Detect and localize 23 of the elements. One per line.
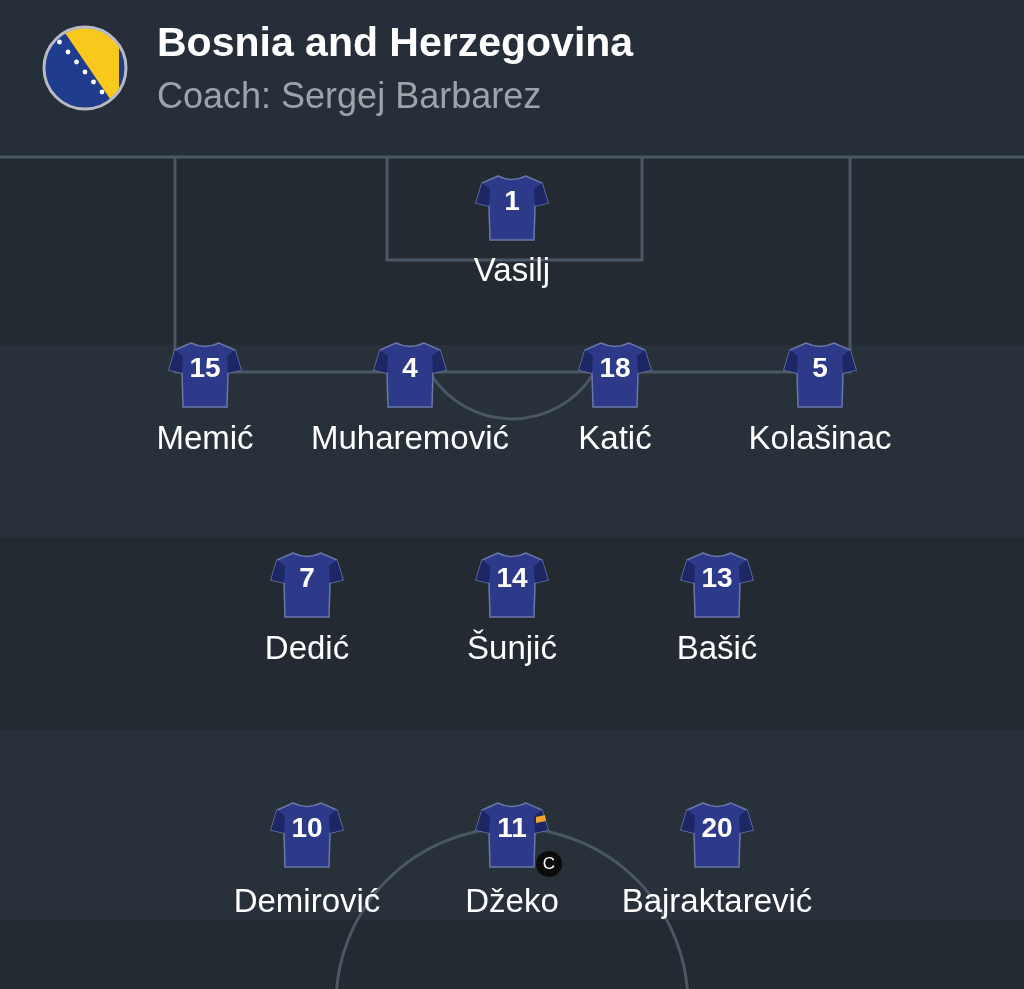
player-name: Dedić: [264, 628, 350, 668]
player-name: Kolašinac: [748, 418, 892, 458]
player-name: Katić: [578, 418, 652, 458]
jersey: 1: [474, 173, 550, 243]
jersey: 4: [372, 340, 448, 410]
jersey: 14: [474, 550, 550, 620]
player-name: Demirović: [233, 881, 381, 921]
jersey: 15: [167, 340, 243, 410]
player-name: Bašić: [676, 628, 758, 668]
jersey: 10: [269, 800, 345, 870]
player-name: Vasilj: [473, 250, 551, 290]
team-title: Bosnia and Herzegovina: [157, 18, 634, 66]
player-name: Memić: [156, 418, 254, 458]
coach-name: Coach: Sergej Barbarez: [157, 74, 542, 118]
player-name: Bajraktarević: [621, 881, 813, 921]
player-name: Šunjić: [467, 628, 557, 668]
player-name: Džeko: [465, 881, 559, 921]
jersey: 13: [679, 550, 755, 620]
jersey: 5: [782, 340, 858, 410]
jersey: 7: [269, 550, 345, 620]
jersey: 18: [577, 340, 653, 410]
player-name: Muharemović: [310, 418, 510, 458]
jersey: 20: [679, 800, 755, 870]
